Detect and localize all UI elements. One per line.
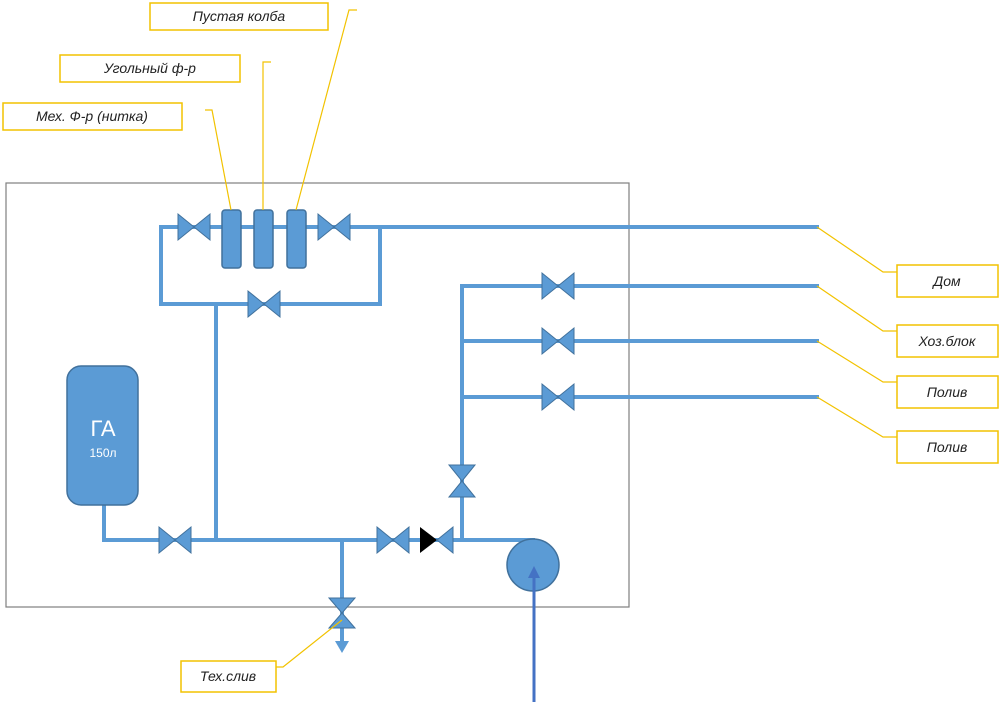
callout-watering-2 — [896, 430, 999, 464]
leader-house — [816, 226, 897, 273]
valve-watering — [541, 382, 575, 412]
label-house: Дом — [931, 273, 961, 289]
hydro-accumulator-volume: 150л — [89, 446, 116, 460]
callout-utility — [896, 324, 999, 358]
carbon-filter-flask — [253, 209, 274, 269]
valve-distribution — [447, 464, 477, 498]
callout-boxes — [2, 2, 999, 693]
hydro-accumulator-title: ГА — [90, 416, 115, 441]
leader-empty-flask — [295, 9, 357, 211]
check-valve — [420, 525, 454, 555]
leader-utility — [816, 285, 897, 332]
leader-watering-2 — [816, 396, 897, 438]
valve-filter-inlet — [177, 212, 211, 242]
valve-main — [376, 525, 410, 555]
pipes — [102, 225, 819, 642]
hydro-accumulator-body — [66, 365, 139, 506]
label-watering-2: Полив — [927, 439, 968, 455]
mech-filter-flask — [221, 209, 242, 269]
filters — [221, 209, 307, 269]
leader-watering-1 — [816, 340, 897, 383]
hydro-accumulator: ГА 150л — [66, 365, 139, 506]
label-carbon-filter: Угольный ф-р — [103, 60, 196, 76]
drain-arrow — [335, 641, 349, 653]
label-utility: Хоз.блок — [918, 333, 977, 349]
leader-tech-drain — [276, 619, 343, 668]
label-tech-drain: Тех.слив — [200, 668, 256, 684]
callout-watering-1 — [896, 375, 999, 409]
valve-tank — [158, 525, 192, 555]
leader-carbon-filter — [262, 61, 271, 210]
empty-flask — [286, 209, 307, 269]
label-watering-1: Полив — [927, 384, 968, 400]
leader-mech-filter — [205, 109, 232, 211]
valve-utility — [541, 326, 575, 356]
callout-tech-drain — [180, 660, 277, 693]
callout-house — [896, 264, 999, 298]
valve-filter-outlet — [317, 212, 351, 242]
valve-bypass — [247, 289, 281, 319]
callout-empty-flask — [149, 2, 329, 31]
callout-mech-filter — [2, 102, 183, 131]
label-mech-filter: Мех. Ф-р (нитка) — [36, 108, 148, 124]
valve-house — [541, 271, 575, 301]
callout-texts: Пустая колба Угольный ф-р Мех. Ф-р (нитк… — [36, 8, 977, 684]
valve-drain — [327, 597, 357, 629]
callout-carbon-filter — [59, 54, 241, 83]
valves — [158, 212, 575, 629]
callout-lines — [205, 9, 897, 668]
label-empty-flask: Пустая колба — [193, 8, 286, 24]
